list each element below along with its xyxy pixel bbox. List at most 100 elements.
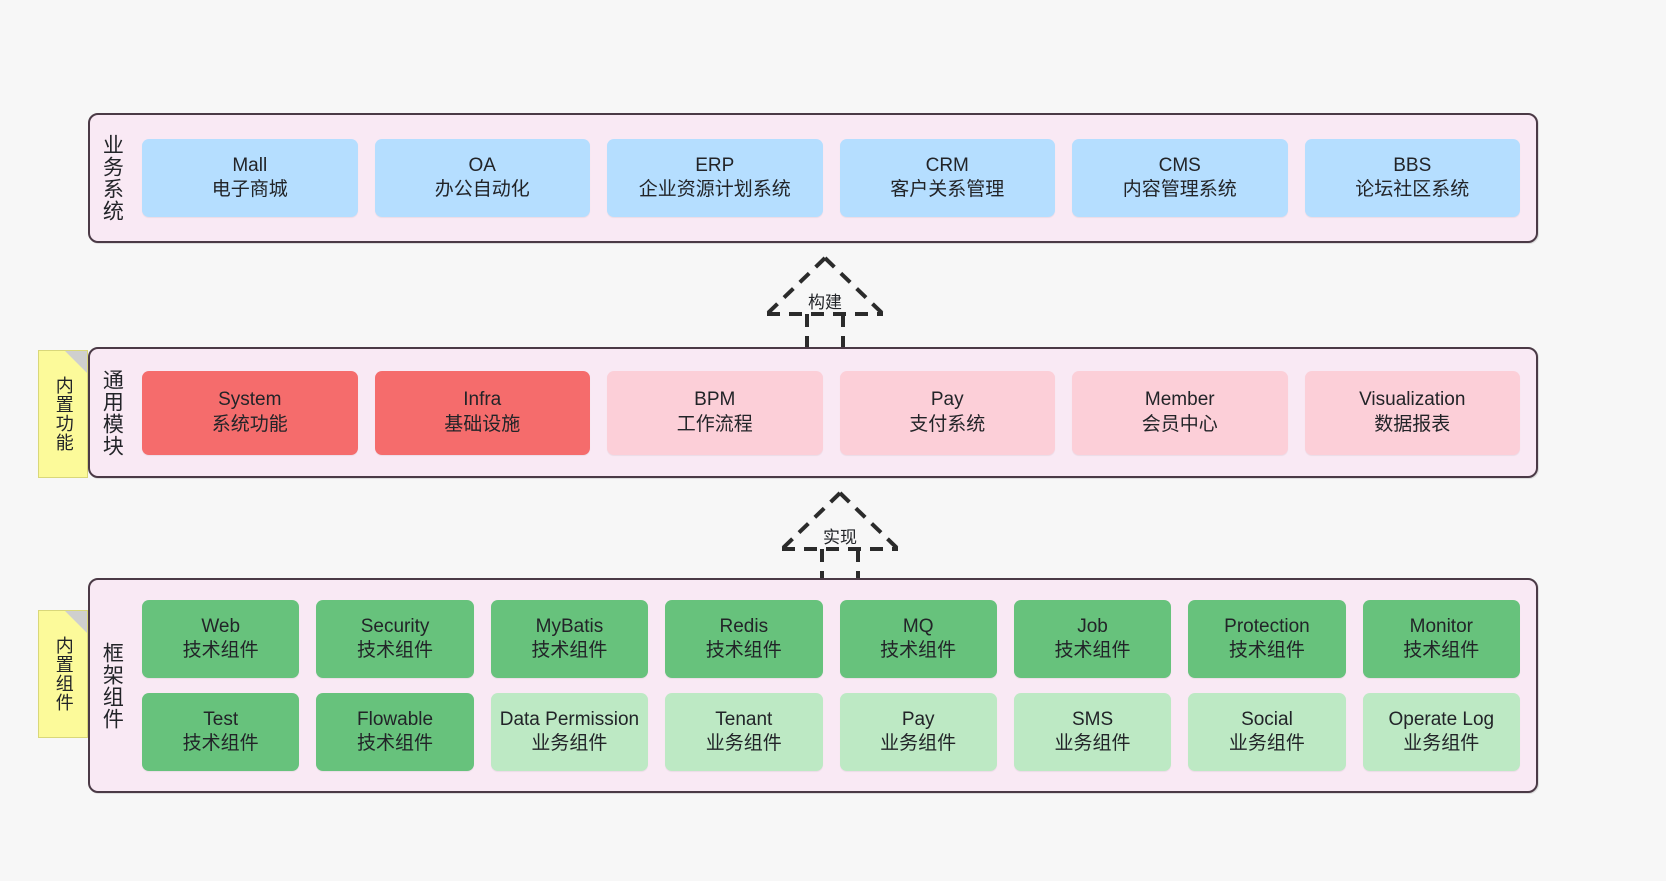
node-security[interactable]: Security 技术组件: [316, 600, 474, 678]
arrowhead-right-edge: [823, 256, 885, 316]
node-social[interactable]: Social 业务组件: [1188, 693, 1346, 771]
node-redis[interactable]: Redis 技术组件: [665, 600, 823, 678]
node-subtitle: 系统功能: [211, 413, 288, 435]
node-subtitle: 技术组件: [1403, 640, 1480, 661]
node-infra[interactable]: Infra 基础设施: [374, 370, 590, 455]
node-title: Test: [203, 708, 239, 730]
layer-body-common-modules: System 系统功能 Infra 基础设施 BPM 工作流程 Pay 支付系统…: [132, 349, 1536, 476]
node-title: BBS: [1393, 154, 1432, 176]
node-subtitle: 技术组件: [1054, 640, 1131, 661]
node-title: Mall: [232, 154, 268, 176]
node-erp[interactable]: ERP 企业资源计划系统: [607, 139, 823, 217]
node-subtitle: 论坛社区系统: [1355, 179, 1470, 200]
node-mall[interactable]: Mall 电子商城: [142, 139, 358, 217]
node-pay-module[interactable]: Pay 支付系统: [839, 370, 1055, 455]
node-subtitle: 技术组件: [531, 640, 608, 661]
node-subtitle: 业务组件: [1054, 733, 1131, 754]
node-data-permission[interactable]: Data Permission 业务组件: [490, 693, 649, 771]
layer-title-common-modules: 通用模块: [100, 368, 124, 457]
node-title: Visualization: [1359, 389, 1466, 411]
node-visualization[interactable]: Visualization 数据报表: [1304, 370, 1520, 455]
node-subtitle: 业务组件: [1228, 733, 1305, 754]
node-flowable[interactable]: Flowable 技术组件: [316, 693, 474, 771]
sticky-note-builtin-functions: 内置功能: [38, 350, 88, 478]
node-subtitle: 技术组件: [182, 733, 259, 754]
node-tenant[interactable]: Tenant 业务组件: [665, 693, 823, 771]
node-member[interactable]: Member 会员中心: [1072, 370, 1288, 455]
node-title: Social: [1241, 708, 1293, 730]
node-mybatis[interactable]: MyBatis 技术组件: [490, 600, 649, 678]
node-job[interactable]: Job 技术组件: [1013, 600, 1172, 678]
node-title: Operate Log: [1388, 708, 1495, 730]
node-title: ERP: [695, 154, 735, 176]
node-subtitle: 技术组件: [1228, 640, 1305, 661]
node-oa[interactable]: OA 办公自动化: [374, 139, 590, 217]
node-subtitle: 会员中心: [1141, 413, 1218, 435]
node-sms[interactable]: SMS 业务组件: [1013, 693, 1172, 771]
node-title: Protection: [1224, 615, 1310, 637]
connector-build: 构建: [745, 250, 905, 352]
layer-common-modules: 通用模块 System 系统功能 Infra 基础设施 BPM 工作流程 Pay…: [88, 347, 1538, 478]
node-subtitle: 基础设施: [444, 413, 521, 435]
node-test[interactable]: Test 技术组件: [142, 693, 300, 771]
layer-body-business-systems: Mall 电子商城 OA 办公自动化 ERP 企业资源计划系统 CRM 客户关系…: [132, 115, 1536, 241]
arrowhead-right-edge: [838, 491, 900, 551]
node-subtitle: 支付系统: [909, 413, 986, 435]
node-title: Redis: [719, 615, 769, 637]
layer-business-systems: 业务系统 Mall 电子商城 OA 办公自动化 ERP 企业资源计划系统 CRM…: [88, 113, 1538, 243]
node-title: Monitor: [1409, 615, 1473, 637]
layer-framework-components: 框架组件 Web 技术组件 Security 技术组件 MyBatis 技术组件…: [88, 578, 1538, 793]
node-crm[interactable]: CRM 客户关系管理: [839, 139, 1055, 217]
framework-row-business: Test 技术组件 Flowable 技术组件 Data Permission …: [142, 693, 1520, 771]
node-title: Flowable: [357, 708, 434, 730]
node-title: CRM: [925, 154, 969, 176]
node-system[interactable]: System 系统功能: [142, 370, 358, 455]
node-title: OA: [468, 154, 496, 176]
node-title: Pay: [930, 389, 964, 411]
node-subtitle: 技术组件: [357, 733, 434, 754]
node-subtitle: 技术组件: [880, 640, 957, 661]
node-operate-log[interactable]: Operate Log 业务组件: [1362, 693, 1520, 771]
layer-body-framework-components: Web 技术组件 Security 技术组件 MyBatis 技术组件 Redi…: [132, 580, 1536, 791]
node-subtitle: 业务组件: [880, 733, 957, 754]
node-pay-component[interactable]: Pay 业务组件: [839, 693, 997, 771]
node-title: MQ: [902, 615, 934, 637]
node-bbs[interactable]: BBS 论坛社区系统: [1304, 139, 1520, 217]
node-subtitle: 技术组件: [705, 640, 782, 661]
node-subtitle: 数据报表: [1374, 413, 1451, 435]
node-title: Infra: [463, 389, 502, 411]
node-bpm[interactable]: BPM 工作流程: [607, 370, 823, 455]
arrowhead-left-edge: [780, 491, 842, 551]
node-title: MyBatis: [535, 615, 604, 637]
sticky-note-builtin-components: 内置组件: [38, 610, 88, 738]
node-mq[interactable]: MQ 技术组件: [839, 600, 997, 678]
node-subtitle: 电子商城: [211, 179, 288, 200]
node-subtitle: 技术组件: [357, 640, 434, 661]
node-title: Job: [1077, 615, 1108, 637]
connector-implement: 实现: [760, 485, 920, 587]
node-title: Security: [360, 615, 430, 637]
node-title: Web: [201, 615, 241, 637]
node-title: SMS: [1071, 708, 1114, 730]
node-protection[interactable]: Protection 技术组件: [1188, 600, 1346, 678]
node-title: Pay: [901, 708, 935, 730]
node-subtitle: 业务组件: [705, 733, 782, 754]
connector-build-label: 构建: [808, 293, 842, 312]
layer-title-framework-components: 框架组件: [100, 641, 124, 730]
node-subtitle: 内容管理系统: [1122, 179, 1237, 200]
node-title: Tenant: [715, 708, 773, 730]
connector-implement-label: 实现: [823, 528, 857, 547]
node-monitor[interactable]: Monitor 技术组件: [1362, 600, 1520, 678]
node-cms[interactable]: CMS 内容管理系统: [1072, 139, 1288, 217]
arrowhead-left-edge: [765, 256, 827, 316]
node-subtitle: 企业资源计划系统: [638, 179, 791, 200]
node-subtitle: 业务组件: [531, 733, 608, 754]
node-title: BPM: [694, 389, 736, 411]
node-subtitle: 工作流程: [676, 413, 753, 435]
node-subtitle: 办公自动化: [434, 179, 530, 200]
node-title: CMS: [1158, 154, 1201, 176]
node-subtitle: 业务组件: [1403, 733, 1480, 754]
node-web[interactable]: Web 技术组件: [142, 600, 300, 678]
framework-row-technical: Web 技术组件 Security 技术组件 MyBatis 技术组件 Redi…: [142, 600, 1520, 678]
